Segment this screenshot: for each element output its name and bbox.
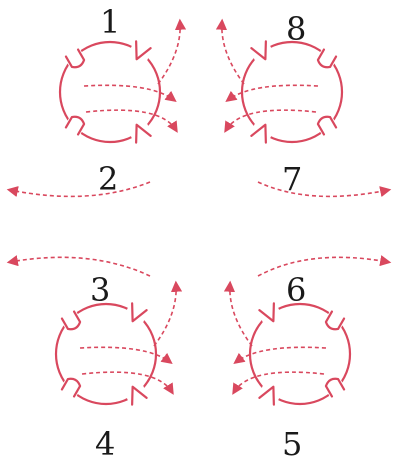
outer-arrow-left-top	[6, 181, 151, 198]
label-7: 7	[282, 160, 302, 198]
label-6: 6	[286, 271, 306, 309]
label-5: 5	[282, 425, 302, 459]
label-1: 1	[100, 3, 120, 41]
label-4: 4	[95, 425, 115, 459]
label-8: 8	[286, 10, 306, 48]
outer-arrow-right-top	[257, 181, 392, 198]
outer-arrow-right-bottom	[257, 255, 392, 277]
label-3: 3	[90, 271, 110, 309]
loop-top-right	[222, 22, 342, 144]
label-2: 2	[98, 160, 118, 198]
loop-bottom-left	[56, 284, 176, 406]
outer-arrow-left-bottom	[6, 255, 151, 277]
